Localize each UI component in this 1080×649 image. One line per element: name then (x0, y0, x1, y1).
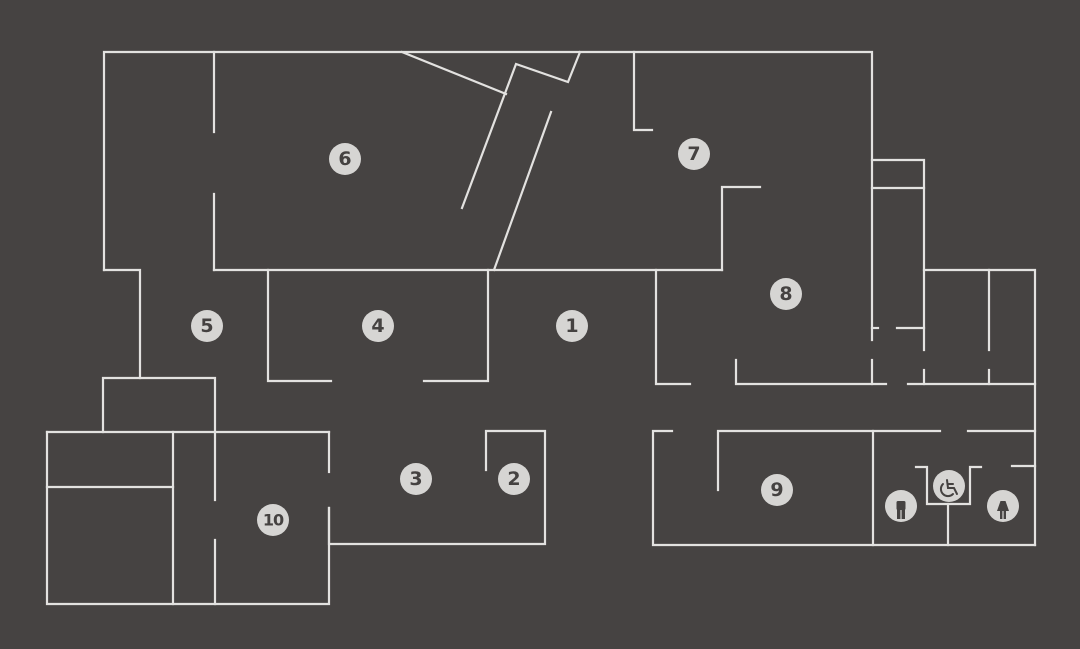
man-icon-leg-right (901, 509, 905, 519)
woman-icon[interactable] (987, 490, 1019, 522)
room-marker-2[interactable]: 2 (498, 463, 530, 495)
wall-room7-right (720, 185, 762, 272)
room-marker-1-circle (556, 310, 588, 342)
wall-outer-left-lower (102, 268, 142, 380)
man-icon-leg-left (897, 509, 901, 519)
wall-room8-left (654, 268, 692, 386)
room-marker-8-circle (770, 278, 802, 310)
wheelchair-icon[interactable] (933, 470, 965, 502)
room-marker-9-label: 9 (770, 479, 783, 501)
room-marker-5-label: 5 (200, 315, 213, 337)
room-marker-8-label: 8 (779, 283, 792, 305)
room-marker-10[interactable]: 10 (257, 504, 289, 536)
man-icon[interactable] (885, 490, 917, 522)
wall-room9-outline (651, 429, 1037, 547)
man-icon-head (898, 494, 904, 500)
woman-icon-leg-right (1003, 511, 1006, 519)
room-marker-1[interactable]: 1 (556, 310, 588, 342)
wall-room9-inner (716, 429, 942, 492)
room-marker-4-circle (362, 310, 394, 342)
room-marker-2-label: 2 (507, 468, 520, 490)
room-marker-10-label: 10 (263, 511, 284, 530)
wall-room4-right (422, 268, 490, 383)
room-marker-6[interactable]: 6 (329, 143, 361, 175)
room-marker-7[interactable]: 7 (678, 138, 710, 170)
woman-icon-head (1000, 494, 1006, 500)
room-marker-10-circle (257, 504, 289, 536)
wall-room8-bottom (734, 358, 888, 386)
room-marker-3[interactable]: 3 (400, 463, 432, 495)
room-marker-6-circle (329, 143, 361, 175)
room-marker-4-label: 4 (371, 315, 384, 337)
wall-room7-notch (632, 50, 654, 132)
wheelchair-icon-wheel (939, 483, 954, 498)
room-marker-6-label: 6 (338, 148, 351, 170)
wall-west-outline (45, 430, 331, 606)
room-marker-4[interactable]: 4 (362, 310, 394, 342)
wall-annex-top (870, 158, 926, 352)
room-marker-3-label: 3 (409, 468, 422, 490)
wall-far-right-top (922, 268, 1037, 547)
room-marker-8[interactable]: 8 (770, 278, 802, 310)
woman-icon-leg-left (1000, 511, 1003, 519)
wall-diagonal-1 (400, 50, 508, 96)
room-marker-9[interactable]: 9 (761, 474, 793, 506)
man-icon-body (896, 501, 906, 510)
wall-entry-box (101, 376, 217, 434)
room-markers: 1 2 3 4 5 6 7 8 (191, 138, 802, 536)
room-marker-5-circle (191, 310, 223, 342)
wheelchair-icon-head (944, 473, 950, 479)
room-marker-1-label: 1 (565, 315, 578, 337)
wall-diagonal-3 (492, 110, 553, 272)
wall-outer-top (102, 50, 874, 342)
room-marker-5[interactable]: 5 (191, 310, 223, 342)
room-marker-7-label: 7 (687, 143, 700, 165)
room-marker-3-circle (400, 463, 432, 495)
wall-diagonal-2 (460, 50, 582, 210)
room-marker-9-circle (761, 474, 793, 506)
room-marker-7-circle (678, 138, 710, 170)
floor-plan-walls (45, 50, 1037, 606)
restroom-icons (885, 470, 1019, 522)
room-marker-2-circle (498, 463, 530, 495)
woman-icon-dress (997, 501, 1009, 511)
wall-room4-left (266, 268, 333, 383)
